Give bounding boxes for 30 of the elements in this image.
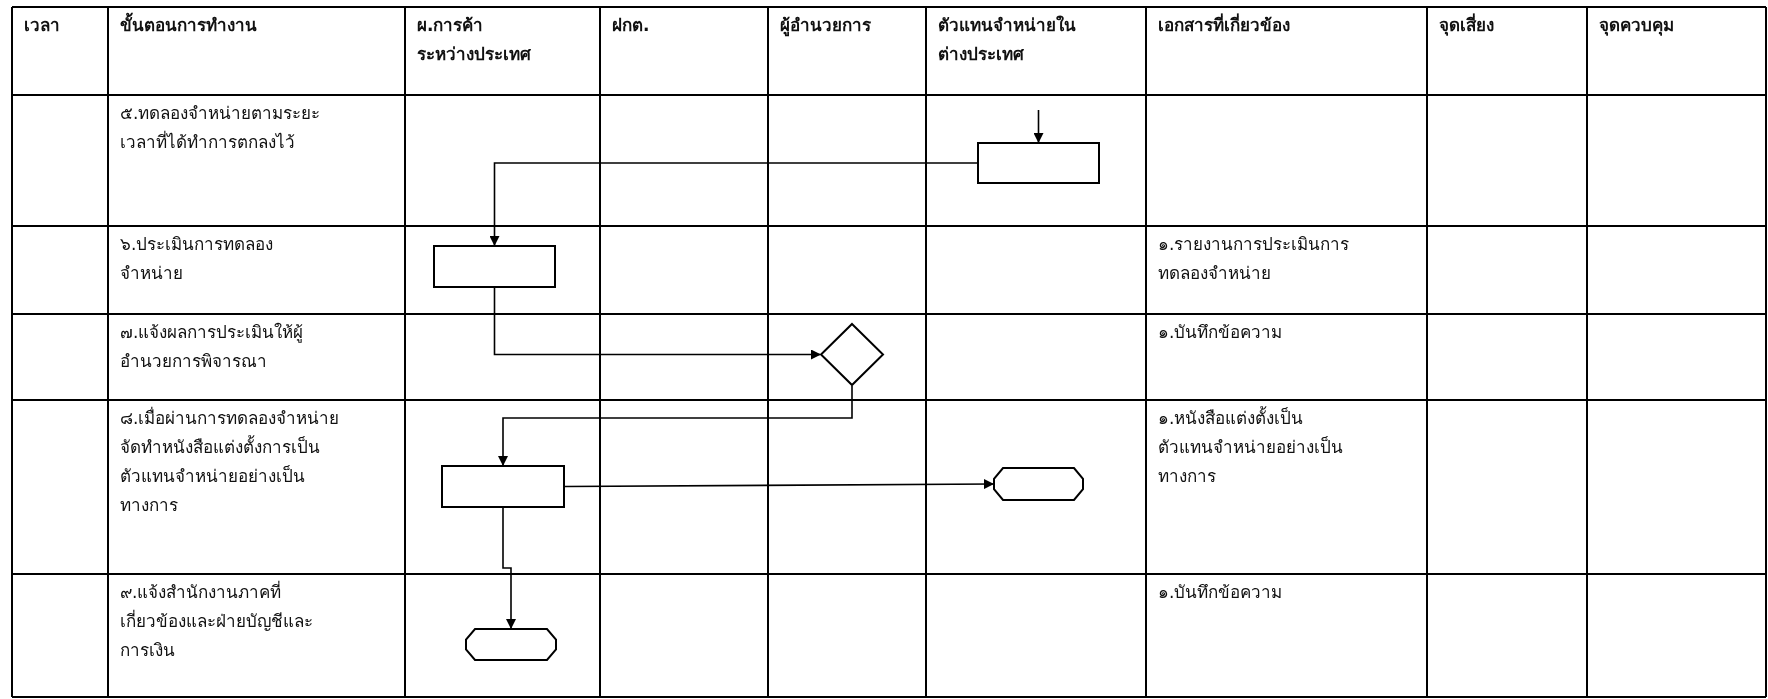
document-text: ๑.บันทึกข้อความ	[1158, 321, 1284, 344]
column-header: ผู้อำนวยการ	[780, 14, 872, 39]
column-header: ผ.การค้าระหว่างประเทศ	[417, 14, 532, 66]
column-header: ตัวแทนจำหน่ายในต่างประเทศ	[938, 14, 1077, 66]
document-text: ๑.บันทึกข้อความ	[1158, 581, 1284, 604]
document-text: ๑.รายงานการประเมินการทดลองจำหน่าย	[1158, 233, 1351, 285]
step-text: ๗.แจ้งผลการประเมินให้ผู้อำนวยการพิจารณา	[120, 321, 305, 373]
column-header: จุดเสี่ยง	[1439, 12, 1495, 38]
terminator-shape	[993, 467, 1084, 501]
arrow	[564, 479, 994, 490]
arrow	[489, 162, 978, 246]
arrow	[502, 507, 516, 629]
arrow	[498, 385, 853, 466]
column-header: เวลา	[24, 14, 61, 37]
column-header: จุดควบคุม	[1599, 14, 1675, 38]
decision-diamond	[820, 323, 884, 386]
step-text: ๙.แจ้งสำนักงานภาคที่เกี่ยวข้องและฝ่ายบัญชีและการเงิน	[120, 579, 314, 662]
column-header: ฝกต.	[612, 14, 651, 37]
document-text: ๑.หนังสือแต่งตั้งเป็นตัวแทนจำหน่ายอย่างเป็นทางการ	[1158, 405, 1344, 488]
process-box	[977, 142, 1100, 184]
column-header: เอกสารที่เกี่ยวข้อง	[1158, 12, 1291, 37]
process-box	[433, 245, 556, 288]
step-text: ๕.ทดลองจำหน่ายตามระยะเวลาที่ได้ทำการตกลงไว้	[120, 102, 322, 154]
arrow	[1033, 109, 1044, 143]
arrow	[493, 287, 821, 360]
terminator-shape	[465, 628, 557, 661]
step-text: ๖.ประเมินการทดลองจำหน่าย	[120, 233, 275, 285]
step-text: ๘.เมื่อผ่านการทดลองจำหน่ายจัดทำหนังสือแต่งตั้งการเป็นตัวแทนจำหน่ายอย่างเป็นทางการ	[120, 405, 341, 517]
column-header: ขั้นตอนการทำงาน	[120, 11, 401, 40]
process-box	[441, 465, 565, 508]
